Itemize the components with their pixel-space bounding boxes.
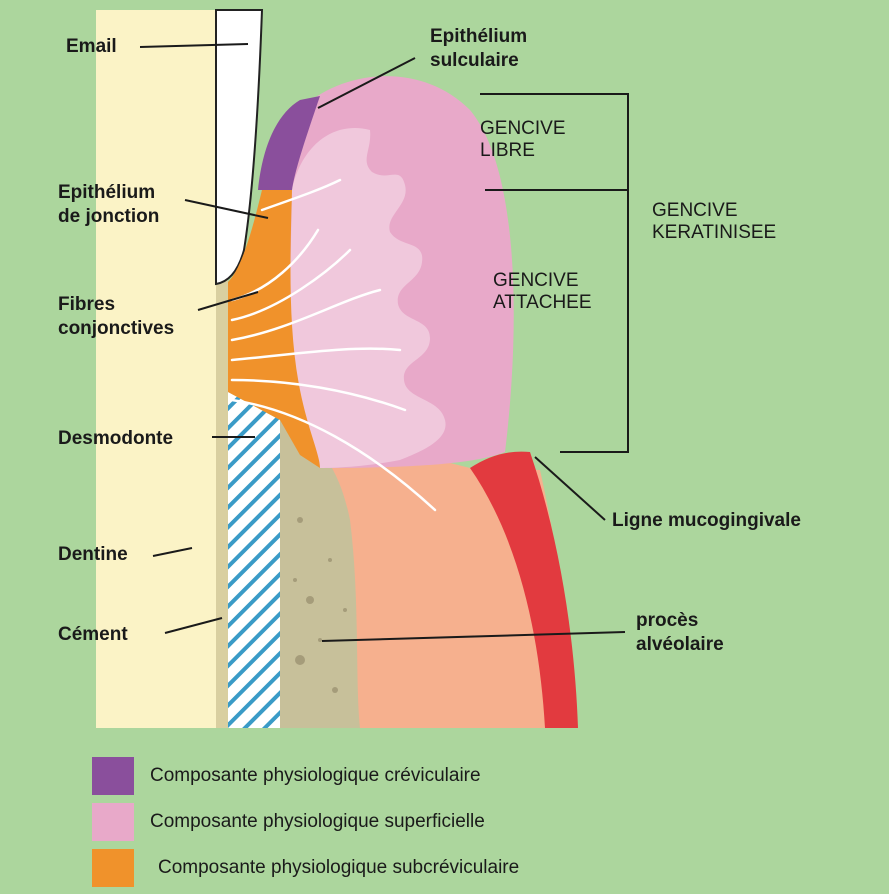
label-epithelium-sulculaire-1: Epithélium: [430, 26, 527, 48]
label-gencive-keratinisee-1: GENCIVE: [652, 200, 738, 222]
desmodonte-region: [228, 392, 280, 728]
legend-swatch-crevicular: [92, 757, 134, 795]
label-epithelium-sulculaire-2: sulculaire: [430, 50, 519, 72]
legend-label-superficial: Composante physiologique superficielle: [150, 811, 485, 833]
label-gencive-attachee-2: ATTACHEE: [493, 292, 592, 314]
label-email: Email: [66, 36, 117, 58]
legend-swatch-subcrevicular: [92, 849, 134, 887]
label-gencive-libre-1: GENCIVE: [480, 118, 566, 140]
label-fibres-1: Fibres: [58, 294, 115, 316]
dentine-region: [96, 10, 216, 728]
legend-label-subcrevicular: Composante physiologique subcréviculaire: [158, 857, 519, 879]
legend-label-crevicular: Composante physiologique créviculaire: [150, 765, 481, 787]
label-desmodonte: Desmodonte: [58, 428, 173, 450]
label-gencive-attachee-1: GENCIVE: [493, 270, 579, 292]
label-proces-2: alvéolaire: [636, 634, 724, 656]
label-epithelium-jonction-1: Epithélium: [58, 182, 155, 204]
cement-strip: [216, 280, 228, 728]
label-epithelium-jonction-2: de jonction: [58, 206, 159, 228]
label-gencive-keratinisee-2: KERATINISEE: [652, 222, 776, 244]
label-gencive-libre-2: LIBRE: [480, 140, 535, 162]
legend-swatch-superficial: [92, 803, 134, 841]
label-dentine: Dentine: [58, 544, 128, 566]
label-cement: Cément: [58, 624, 128, 646]
label-fibres-2: conjonctives: [58, 318, 174, 340]
label-ligne-mucogingivale: Ligne mucogingivale: [612, 510, 801, 532]
label-proces-1: procès: [636, 610, 698, 632]
